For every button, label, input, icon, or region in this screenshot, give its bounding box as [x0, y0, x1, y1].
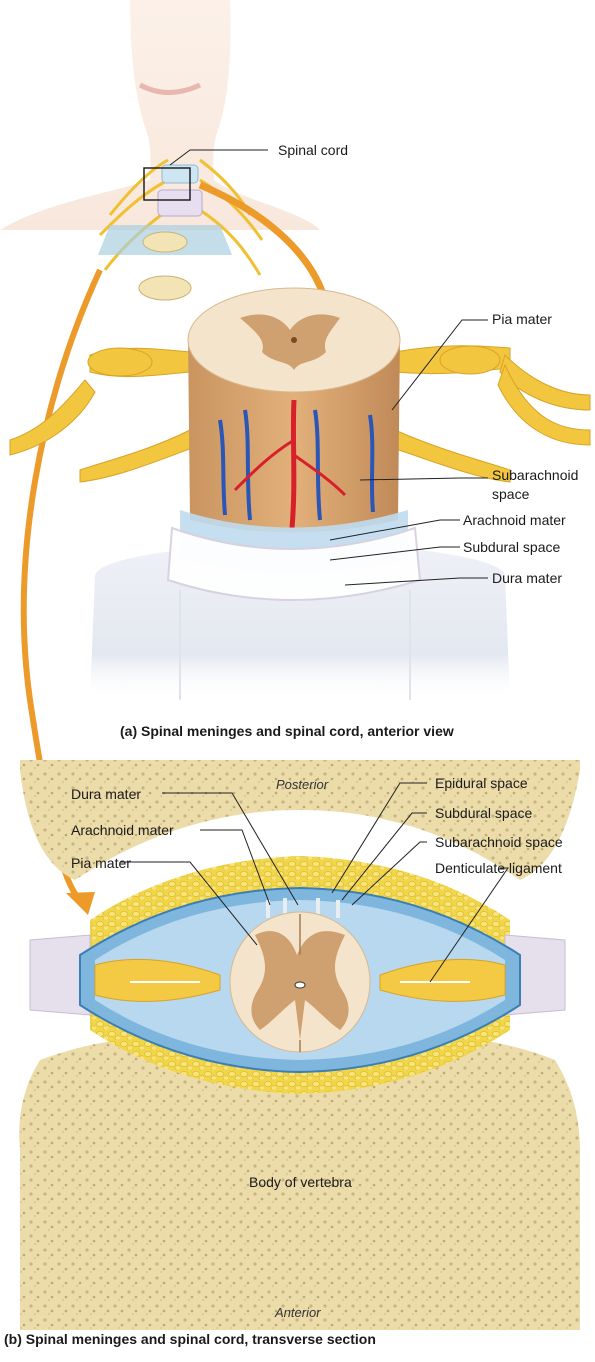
- zoom-arrow-b-head: [66, 892, 95, 915]
- caption-part-a: (a) Spinal meninges and spinal cord, ant…: [120, 723, 454, 739]
- label-subarachnoid-space-b: Subarachnoid space: [435, 834, 563, 850]
- label-subarachnoid-space-a-line2: space: [492, 486, 529, 502]
- label-epidural-space: Epidural space: [435, 775, 528, 791]
- label-arachnoid-mater-b: Arachnoid mater: [71, 822, 174, 838]
- label-subdural-space-b: Subdural space: [435, 805, 532, 821]
- label-pia-mater-b: Pia mater: [71, 855, 131, 871]
- label-denticulate-ligament: Denticulate ligament: [435, 860, 562, 876]
- label-arachnoid-mater-a: Arachnoid mater: [463, 512, 566, 528]
- label-anterior: Anterior: [275, 1305, 321, 1321]
- label-dura-mater-b: Dura mater: [71, 786, 141, 802]
- caption-part-b: (b) Spinal meninges and spinal cord, tra…: [4, 1331, 376, 1347]
- label-dura-mater-a: Dura mater: [492, 570, 562, 586]
- label-pia-mater-a: Pia mater: [492, 311, 552, 327]
- label-subdural-space-a: Subdural space: [463, 539, 560, 555]
- label-posterior: Posterior: [276, 777, 328, 793]
- label-subarachnoid-space-a-line1: Subarachnoid: [492, 467, 578, 483]
- label-spinal-cord: Spinal cord: [278, 142, 348, 158]
- head-neck-drawing: [0, 0, 320, 300]
- label-body-of-vertebra: Body of vertebra: [249, 1174, 352, 1190]
